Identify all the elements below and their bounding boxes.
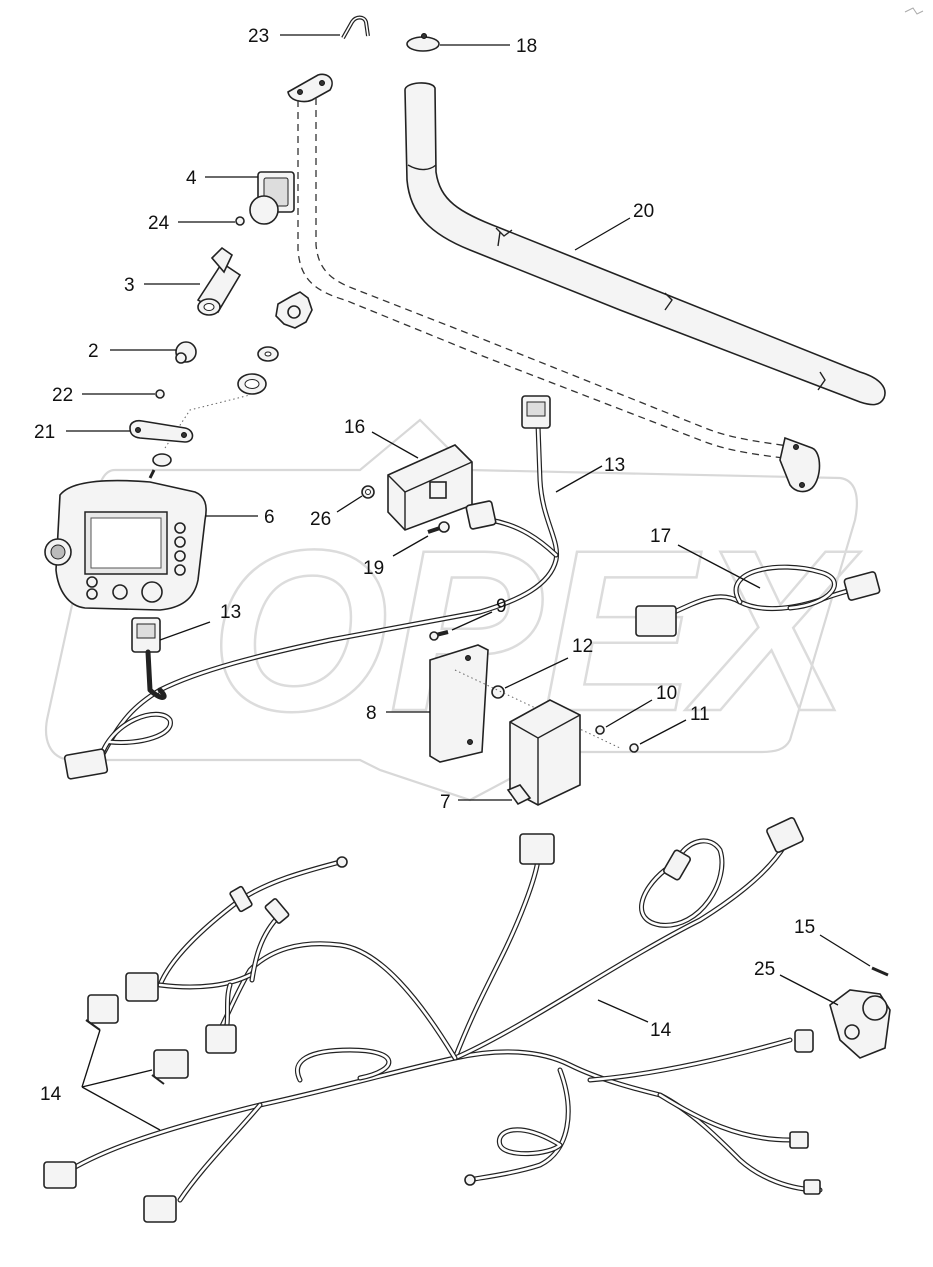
mount-plate-right	[779, 436, 821, 493]
cable-17-part	[635, 564, 881, 637]
callout-23: 23	[248, 26, 269, 47]
callout-19: 19	[363, 558, 384, 579]
callout-6: 6	[264, 507, 275, 528]
connector-13-lower	[131, 617, 161, 653]
display-terminal-part	[44, 469, 207, 611]
callout-2: 2	[88, 341, 99, 362]
screw-9-part	[429, 630, 449, 641]
main-harness-14	[43, 817, 823, 1223]
callout-7: 7	[440, 792, 451, 813]
callout-13-lower: 13	[220, 602, 241, 623]
u-bolt-part	[341, 15, 370, 39]
callout-14-right: 14	[650, 1020, 672, 1041]
callout-4: 4	[186, 168, 197, 189]
nut-11-part	[629, 743, 639, 753]
pin-15-part	[871, 966, 889, 977]
callout-14-left: 14	[40, 1084, 62, 1105]
callout-11: 11	[690, 704, 710, 725]
callout-16: 16	[344, 417, 365, 438]
callout-17: 17	[650, 526, 671, 547]
loop-13	[97, 711, 173, 763]
callout-8: 8	[366, 703, 377, 724]
connector-top-13	[521, 395, 551, 429]
star-knob-part	[275, 291, 313, 329]
callout-21: 21	[34, 422, 55, 443]
mount-plate-top	[287, 73, 333, 103]
callout-25: 25	[754, 959, 775, 980]
clamp-part	[196, 246, 242, 316]
nut-12-part	[491, 685, 505, 699]
relay-part-2	[151, 1049, 189, 1085]
screw-19-part	[427, 521, 450, 534]
grommet-part	[237, 373, 267, 395]
knob-part	[175, 341, 197, 364]
callout-9: 9	[496, 596, 507, 617]
callout-26: 26	[310, 509, 331, 530]
mounting-plate-8	[429, 644, 489, 763]
connector-19-side	[465, 500, 497, 530]
nut-26-part	[361, 485, 375, 499]
washer-22-part	[155, 389, 165, 399]
corner-mark	[904, 7, 924, 15]
callout-20: 20	[633, 201, 654, 222]
link-plate-part	[129, 419, 194, 467]
nut-24-part	[235, 216, 245, 226]
long-handle-part	[404, 82, 886, 406]
ball-socket-part	[249, 171, 295, 225]
callout-12: 12	[572, 636, 593, 657]
side-buttons	[174, 522, 186, 576]
cap-part	[406, 33, 440, 52]
callout-15: 15	[794, 917, 815, 938]
electronic-box-7	[506, 699, 581, 806]
callout-3: 3	[124, 275, 135, 296]
callout-24: 24	[148, 213, 170, 234]
washer-part	[257, 346, 279, 362]
callout-18: 18	[516, 36, 537, 57]
connector-13-end	[63, 748, 109, 780]
callout-10: 10	[656, 683, 677, 704]
relay-part	[85, 994, 119, 1031]
callout-13-upper: 13	[604, 455, 625, 476]
callout-22: 22	[52, 385, 73, 406]
switch-25-part	[829, 989, 891, 1059]
nut-10-part	[595, 725, 605, 735]
